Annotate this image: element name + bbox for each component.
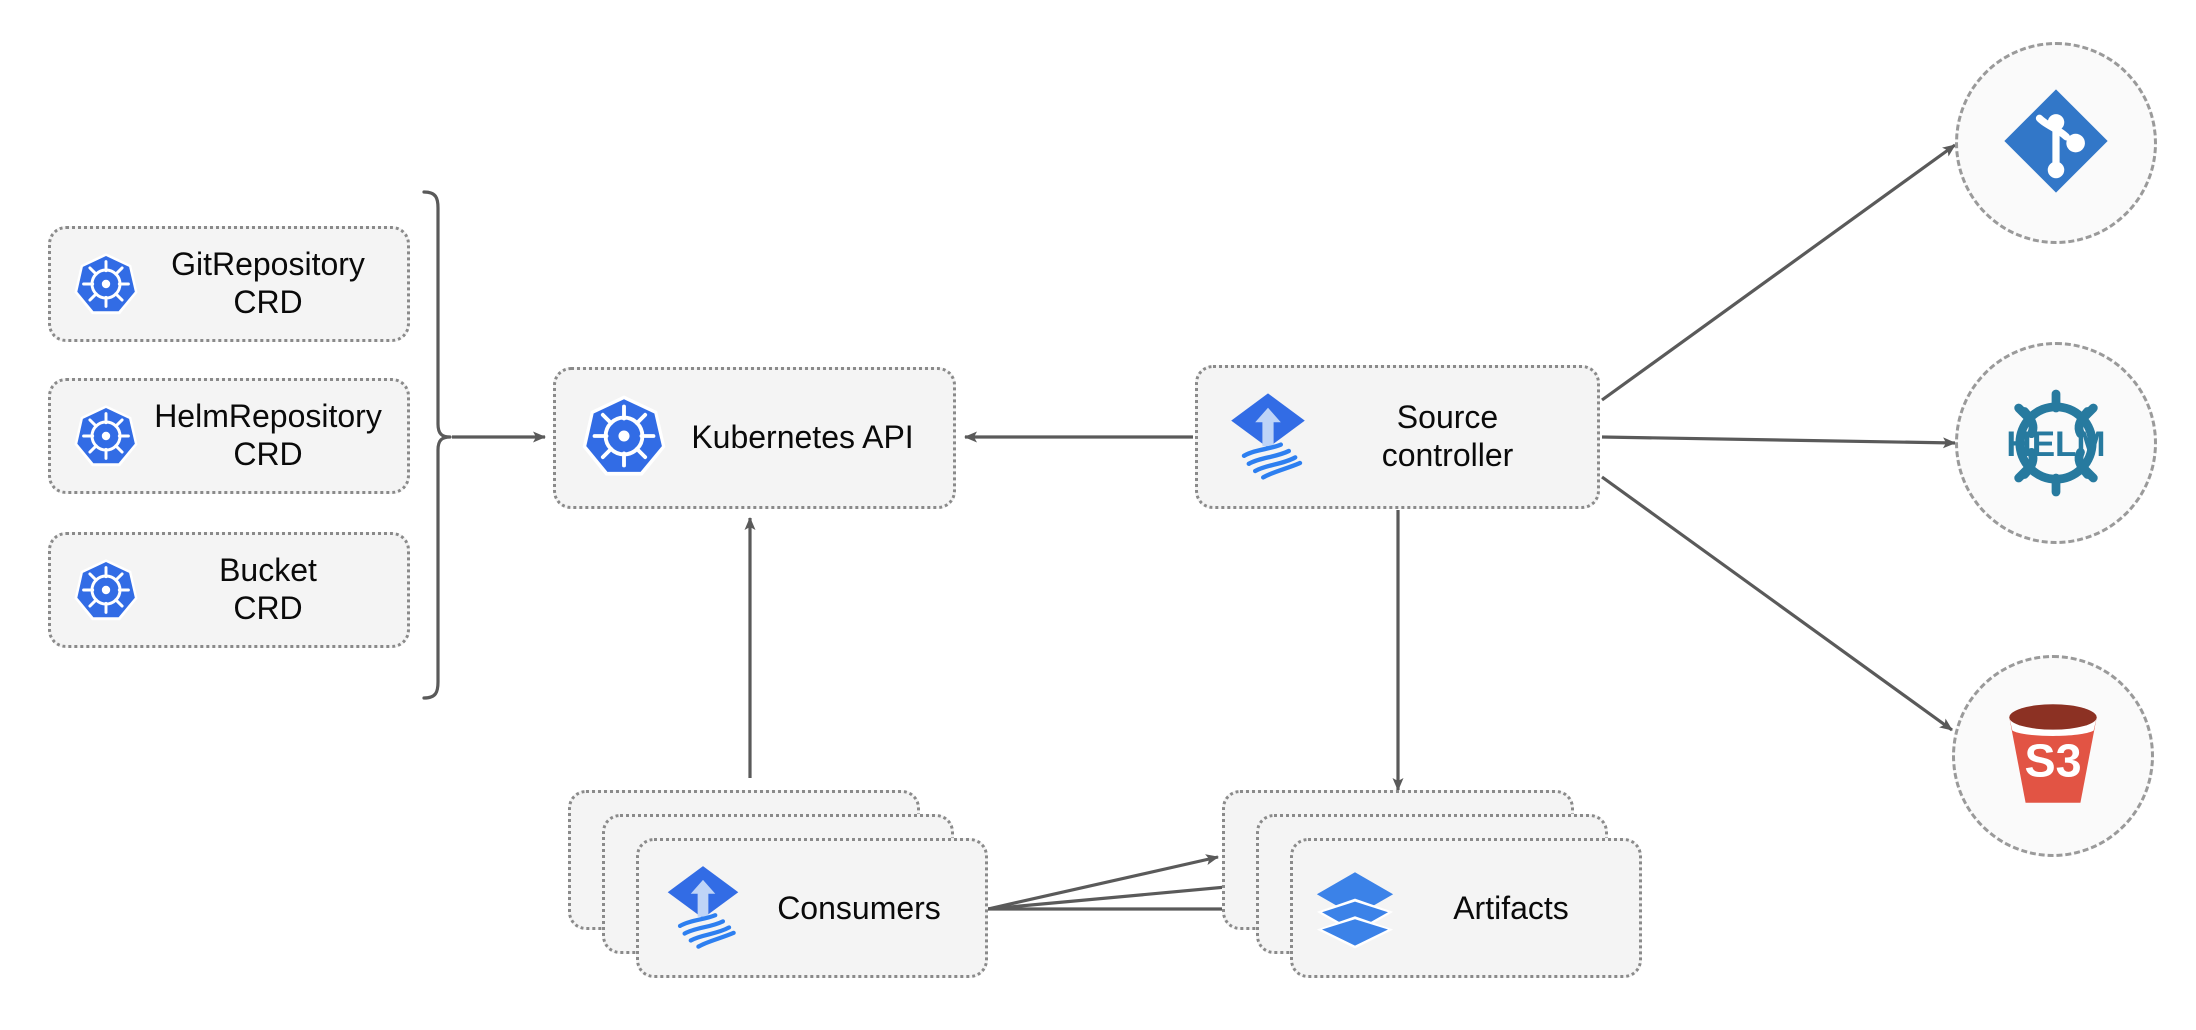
edge-consumers-to-artifacts-1 xyxy=(987,854,1219,911)
consumers-card-front[interactable]: Consumers xyxy=(636,838,988,978)
kubernetes-api-label: Kubernetes API xyxy=(691,419,914,456)
consumers-label: Consumers xyxy=(777,889,941,926)
gitrepository-crd-node[interactable]: GitRepository CRD xyxy=(48,226,410,342)
kubernetes-api-node[interactable]: Kubernetes API xyxy=(553,367,956,509)
git-icon xyxy=(1994,79,2118,208)
edge-consumers-to-artifacts-2 xyxy=(987,880,1249,911)
bucket-crd-label: Bucket CRD xyxy=(219,552,317,626)
bucket-crd-node[interactable]: Bucket CRD xyxy=(48,532,410,648)
helmrepository-crd-node[interactable]: HelmRepository CRD xyxy=(48,378,410,494)
kubernetes-icon xyxy=(71,249,141,319)
helm-icon: HELM xyxy=(1986,373,2126,513)
gitrepository-crd-label: GitRepository CRD xyxy=(171,246,365,320)
git-source-node[interactable] xyxy=(1955,42,2157,244)
artifacts-stack[interactable]: Artifacts xyxy=(1222,790,1642,988)
crd-group-bracket xyxy=(422,190,452,700)
flux-icon xyxy=(1220,387,1316,488)
helm-source-node[interactable]: HELM xyxy=(1955,342,2157,544)
edge-controller-to-git xyxy=(1601,143,1956,402)
artifacts-card-front[interactable]: Artifacts xyxy=(1290,838,1642,978)
s3-source-node[interactable]: S3 xyxy=(1952,655,2154,857)
edge-controller-to-s3 xyxy=(1601,475,1953,732)
flux-icon xyxy=(657,860,749,957)
edge-controller-to-helm xyxy=(1601,435,1956,449)
layers-icon xyxy=(1311,862,1399,955)
source-controller-label: Source controller xyxy=(1381,399,1514,473)
kubernetes-icon xyxy=(71,555,141,625)
source-controller-node[interactable]: Source controller xyxy=(1195,365,1600,509)
helmrepository-crd-label: HelmRepository CRD xyxy=(154,398,382,472)
s3-bucket-icon: S3 xyxy=(1987,693,2119,820)
s3-wordmark: S3 xyxy=(2024,734,2081,786)
kubernetes-icon xyxy=(71,401,141,471)
consumers-stack[interactable]: Consumers xyxy=(568,790,988,988)
artifacts-label: Artifacts xyxy=(1453,889,1569,926)
kubernetes-icon xyxy=(578,390,670,487)
helm-wordmark: HELM xyxy=(2006,425,2105,464)
